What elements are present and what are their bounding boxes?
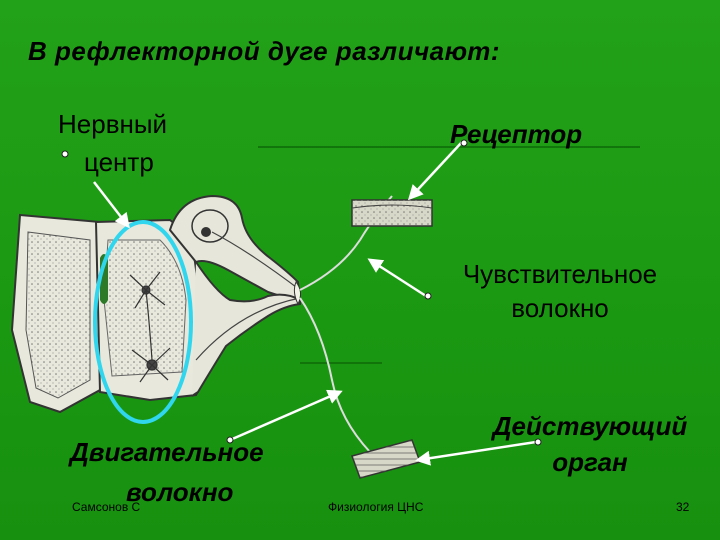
arrow-to-nerve-center — [93, 181, 130, 229]
arrow-to-sensory-fiber — [367, 258, 427, 298]
dorsal-root-ganglion — [168, 194, 302, 397]
label-nerve-center-line2: центр — [84, 147, 154, 177]
bullet-dot — [534, 438, 542, 446]
receptor-skin-patch — [351, 199, 433, 227]
divider-line — [300, 362, 382, 364]
label-effector-line2: орган — [552, 447, 628, 477]
label-sensory-fiber-line1: Чувствительное — [462, 259, 658, 289]
label-motor-fiber-line2: волокно — [126, 477, 234, 507]
arrow-to-motor-fiber — [229, 389, 343, 442]
label-sensory-fiber-line2: волокно — [511, 293, 609, 323]
arrow-to-effector — [415, 440, 537, 466]
footer-page-number: 32 — [676, 500, 690, 514]
divider-line — [258, 146, 640, 148]
effector-muscle — [351, 439, 421, 479]
bullet-dot — [61, 150, 69, 158]
slide-title: В рефлекторной дуге различают: — [28, 36, 501, 66]
bullet-dot — [424, 292, 432, 300]
bullet-dot — [226, 436, 234, 444]
motor-nerve-fiber — [299, 297, 371, 453]
label-receptor: Рецептор — [450, 119, 583, 149]
label-nerve-center-line1: Нервный — [58, 109, 168, 139]
footer-author: Самсонов С — [72, 500, 141, 514]
bullet-dot — [460, 139, 468, 147]
footer-course: Физиология ЦНС — [328, 500, 424, 514]
label-effector-line1: Действующий — [492, 411, 688, 441]
nerve-center-highlight — [93, 220, 193, 424]
label-motor-fiber-line1: Двигательное — [70, 437, 264, 467]
arrow-to-receptor — [407, 141, 463, 201]
